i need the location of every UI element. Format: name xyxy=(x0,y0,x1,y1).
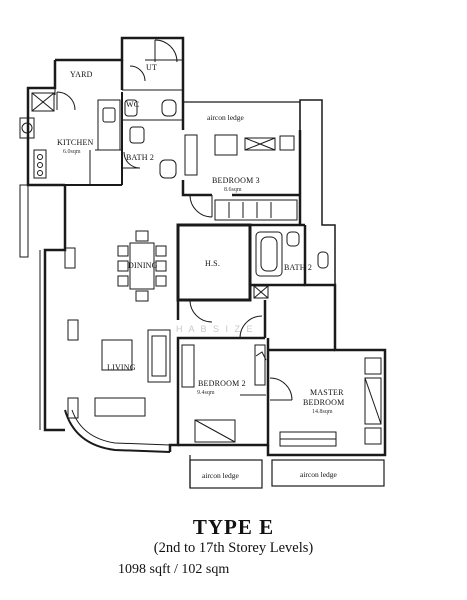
storey-levels: (2nd to 17th Storey Levels) xyxy=(153,540,314,556)
label-kitchen-area: 6.0sqm xyxy=(63,149,81,155)
bedroom3-fixtures xyxy=(184,134,298,221)
bedroom2-fixtures xyxy=(181,344,267,443)
service-block xyxy=(19,39,183,186)
exterior-ledges xyxy=(19,184,41,430)
label-master-1: MASTER xyxy=(310,388,344,397)
label-wc: WC xyxy=(126,100,139,109)
plan-type-title: TYPE E xyxy=(192,515,275,539)
label-kitchen: KITCHEN xyxy=(57,138,94,147)
label-hs: H.S. xyxy=(205,259,220,268)
label-aircon-top: aircon ledge xyxy=(207,113,245,122)
watermark: H A B S I Z E xyxy=(176,324,255,334)
label-yard: YARD xyxy=(70,70,93,79)
label-living: LIVING xyxy=(107,363,136,372)
room-labels: YARD UT WC KITCHEN 6.0sqm BATH 2 BEDROOM… xyxy=(57,63,344,480)
label-aircon-bottom-right: aircon ledge xyxy=(300,470,338,479)
master-fixtures xyxy=(269,357,382,447)
living-furniture xyxy=(67,319,171,419)
label-ut: UT xyxy=(146,63,157,72)
label-bath2-right: BATH 2 xyxy=(284,263,312,272)
label-bedroom2: BEDROOM 2 xyxy=(198,379,246,388)
label-bath2-top: BATH 2 xyxy=(126,153,154,162)
label-master-area: 14.8sqm xyxy=(312,409,333,415)
outer-walls xyxy=(26,36,387,457)
label-master-2: BEDROOM xyxy=(303,398,344,407)
unit-area: 1098 sqft / 102 sqm xyxy=(118,562,230,577)
label-bedroom3-area: 8.6sqm xyxy=(224,187,242,193)
label-aircon-bottom-left: aircon ledge xyxy=(202,471,240,480)
bath2-right-fixtures xyxy=(189,231,329,339)
label-dining: DINING xyxy=(128,261,158,270)
label-bedroom2-area: 9.4sqm xyxy=(197,390,215,396)
floor-plan: YARD UT WC KITCHEN 6.0sqm BATH 2 BEDROOM… xyxy=(19,36,387,489)
label-bedroom3: BEDROOM 3 xyxy=(212,176,260,185)
dining-set xyxy=(64,230,167,302)
aircon-ledges xyxy=(189,455,385,489)
